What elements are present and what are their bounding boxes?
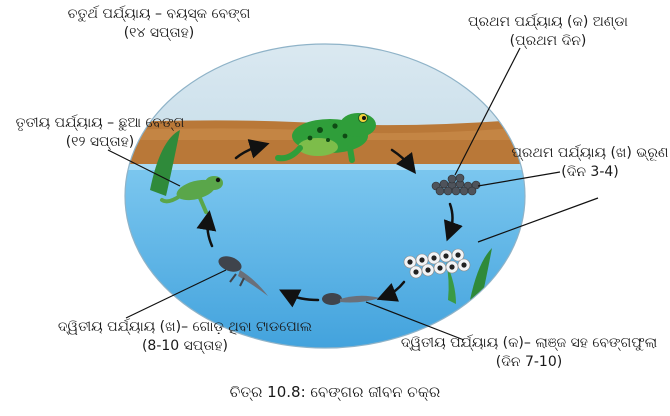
leader-stage2a bbox=[365, 301, 465, 341]
leader-lines bbox=[107, 47, 599, 341]
tadpole-with-legs-icon bbox=[218, 256, 268, 296]
froglet-icon bbox=[160, 176, 223, 214]
arrow-adult-to-eggs bbox=[390, 148, 417, 174]
label-stage4: ଚତୁର୍ଥ ପର୍ଯ୍ୟାୟ – ବୟସ୍କ ବେଙ୍ଗ (୧୪ ସପ୍ତାହ… bbox=[67, 6, 251, 41]
label-stage2a: ଦ୍ୱିତୀୟ ପର୍ଯ୍ୟାୟ (କ)– ଲାଞ୍ଜ ସହ ବେଙ୍ଗଫୁଲା… bbox=[400, 335, 658, 370]
cycle-arrows bbox=[196, 139, 463, 308]
figure-caption: ଚିତ୍ର 10.8: ବେଙ୍ଗର ଜୀବନ ଚକ୍ର bbox=[229, 383, 441, 401]
reed-right-icon bbox=[470, 248, 492, 306]
leader-stage2b bbox=[125, 269, 227, 319]
leader-stage3 bbox=[107, 149, 181, 187]
leader-stage1b bbox=[477, 171, 561, 187]
reed-left-icon bbox=[150, 130, 180, 196]
embryo-eggs-icon bbox=[403, 248, 471, 279]
scene-border bbox=[124, 43, 526, 349]
leader-stage1b-embryo bbox=[477, 197, 599, 243]
arrow-tadpole-to-legged bbox=[279, 289, 320, 308]
arrow-froglet-to-adult bbox=[234, 139, 270, 160]
label-stage3: ତୃତୀୟ ପର୍ଯ୍ୟାୟ – ଛୁଆ ବେଙ୍ଗ (୧୨ ସପ୍ତାହ) bbox=[15, 115, 185, 150]
leader-stage1a bbox=[454, 47, 521, 176]
adult-frog-icon bbox=[275, 113, 376, 163]
arrow-embryo-to-tadpole bbox=[376, 280, 406, 302]
arrow-legged-to-froglet bbox=[196, 210, 217, 248]
label-stage2b: ଦ୍ୱିତୀୟ ପର୍ଯ୍ୟାୟ (ଖ)– ଗୋଡ଼ ଥିବା ଟାଡପୋଲ (… bbox=[57, 319, 313, 354]
arrow-eggs-to-embryo bbox=[443, 202, 463, 242]
egg-mass-icon bbox=[431, 173, 481, 196]
label-stage1b: ପ୍ରଥମ ପର୍ଯ୍ୟାୟ (ଖ) ଭ୍ରୂଣ (ଦିନ 3-4) bbox=[511, 145, 669, 180]
label-stage1a: ପ୍ରଥମ ପର୍ଯ୍ୟାୟ (କ) ଅଣ୍ଡା (ପ୍ରଥମ ଦିନ) bbox=[468, 14, 628, 49]
tadpole-icon bbox=[322, 293, 380, 305]
